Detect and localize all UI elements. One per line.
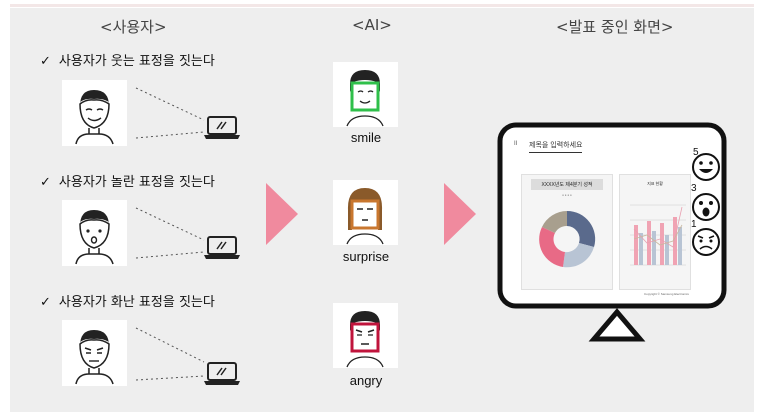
- slide-title: 제목을 입력하세요: [529, 140, 583, 153]
- bar-chart: [630, 204, 686, 266]
- ai-label-smile: smile: [350, 130, 382, 145]
- slide-marker: II: [514, 141, 518, 147]
- smile-count: 5: [693, 147, 699, 158]
- angry-emoji-icon: [692, 228, 720, 256]
- top-accent-line: [10, 4, 754, 7]
- user-face-surprise-card: [62, 200, 127, 266]
- right-arrow-icon: [266, 183, 298, 245]
- ai-smile-face-icon: [346, 70, 384, 127]
- ai-surprise-card: [333, 180, 398, 245]
- pie-chart-title: XXXX년도 제4분기 성적: [531, 179, 603, 190]
- check-icon: ✓: [40, 175, 51, 190]
- check-icon: ✓: [40, 295, 51, 310]
- laptop-icon: [204, 236, 240, 259]
- header-presentation: <발표 중인 화면>: [556, 18, 674, 36]
- smile-emoji-icon: [692, 153, 720, 181]
- ai-label-angry: angry: [349, 373, 383, 388]
- right-arrow-icon: [444, 183, 476, 245]
- header-user: <사용자>: [100, 18, 167, 36]
- user-row-2-label: ✓사용자가 놀란 표정을 짓는다: [40, 175, 215, 190]
- bar-chart-title: 지표 현황: [647, 181, 663, 186]
- donut-chart: [539, 210, 596, 268]
- angry-count: 1: [691, 219, 697, 230]
- user-angry-face-icon: [75, 330, 114, 385]
- user-smile-face-icon: [75, 90, 114, 145]
- user-surprise-face-icon: [75, 210, 114, 265]
- header-ai: <AI>: [352, 16, 392, 34]
- ai-surprise-face-icon: [346, 188, 384, 245]
- ai-label-surprise: surprise: [342, 249, 390, 264]
- surprise-emoji-icon: [692, 193, 720, 221]
- user-face-angry-card: [62, 320, 127, 386]
- user-face-smile-card: [62, 80, 127, 146]
- pie-chart-panel: XXXX년도 제4분기 성적 ● ● ● ●: [521, 174, 613, 290]
- laptop-icon: [204, 362, 240, 385]
- pie-legend: ● ● ● ●: [562, 193, 572, 197]
- user-row-1-label: ✓사용자가 웃는 표정을 짓는다: [40, 54, 215, 69]
- bar-chart-panel: 지표 현황: [619, 174, 691, 290]
- laptop-icon: [204, 116, 240, 139]
- user-row-3-label: ✓사용자가 화난 표정을 짓는다: [40, 295, 215, 310]
- ai-angry-card: [333, 303, 398, 368]
- ai-smile-card: [333, 62, 398, 127]
- surprise-count: 3: [691, 183, 697, 194]
- slide-footer: Copyright © Samsung Electronics: [644, 292, 689, 296]
- check-icon: ✓: [40, 54, 51, 69]
- ai-angry-face-icon: [346, 311, 384, 368]
